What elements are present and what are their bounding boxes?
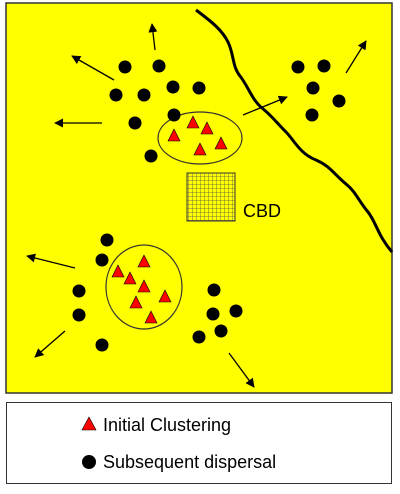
arrow	[34, 330, 66, 358]
dot-marker	[137, 88, 151, 102]
dot-marker	[100, 233, 114, 247]
triangle-marker	[200, 121, 214, 135]
dot-marker	[229, 304, 243, 318]
cbd-label: CBD	[243, 201, 281, 221]
dispersal-diagram: CBD	[5, 2, 394, 394]
dot-marker	[72, 308, 86, 322]
river-line	[195, 8, 394, 253]
dot-marker	[207, 283, 221, 297]
dot-marker	[109, 88, 123, 102]
triangle-icon	[81, 416, 97, 431]
triangle-marker	[167, 128, 181, 142]
dot-marker	[95, 338, 109, 352]
triangle-marker	[123, 271, 137, 285]
triangle-marker	[129, 295, 143, 309]
dot-marker	[192, 330, 206, 344]
legend-label-initial: Initial Clustering	[103, 414, 232, 435]
arrow	[228, 352, 255, 388]
legend-item-initial: Initial Clustering	[77, 413, 231, 437]
triangle-marker	[186, 115, 200, 129]
arrow	[242, 95, 288, 116]
dot-marker	[214, 324, 228, 338]
dot-icon	[82, 455, 96, 469]
dot-marker	[206, 307, 220, 321]
legend-item-subsequent: Subsequent dispersal	[77, 450, 276, 474]
dot-marker	[306, 81, 320, 95]
arrow	[26, 253, 76, 269]
dispersal-arrows	[26, 23, 367, 388]
dot-marker	[95, 253, 109, 267]
initial-cluster-triangles	[111, 115, 228, 324]
dot-marker	[72, 284, 86, 298]
dot-marker	[192, 81, 206, 95]
arrow	[71, 55, 115, 81]
legend: Initial Clustering Subsequent dispersal	[6, 402, 392, 484]
legend-label-subsequent: Subsequent dispersal	[103, 451, 277, 472]
dot-marker	[166, 80, 180, 94]
dot-marker	[144, 149, 158, 163]
triangle-marker	[193, 142, 207, 156]
triangle-marker	[158, 289, 172, 303]
dot-marker	[291, 60, 305, 74]
dot-marker	[118, 60, 132, 74]
triangle-marker	[137, 279, 151, 293]
dot-marker	[128, 116, 142, 130]
dot-marker	[152, 59, 166, 73]
dot-marker	[317, 59, 331, 73]
dot-marker	[305, 108, 319, 122]
triangle-marker	[214, 136, 228, 150]
cluster-ellipse-south	[105, 244, 183, 330]
triangle-marker	[111, 264, 125, 278]
triangle-marker	[144, 310, 158, 324]
triangle-marker	[137, 254, 151, 268]
cluster-ellipse-north	[157, 111, 243, 165]
arrow	[148, 23, 158, 51]
cbd-block	[186, 172, 236, 222]
dot-marker	[167, 108, 181, 122]
dot-marker	[332, 94, 346, 108]
arrow	[345, 40, 367, 74]
dispersal-dots	[72, 59, 346, 352]
